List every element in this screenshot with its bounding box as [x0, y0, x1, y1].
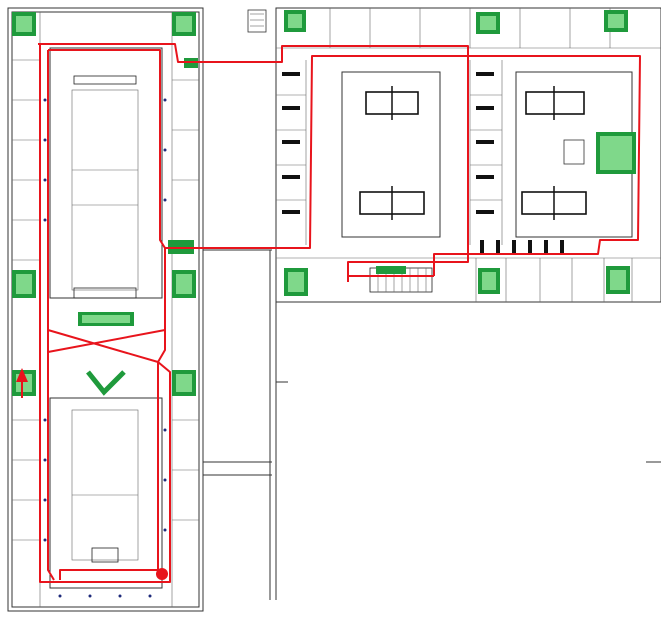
south-courtyard	[49, 397, 163, 589]
route-arrow-icon	[16, 368, 28, 398]
door-markers	[43, 98, 167, 598]
east-service-cores	[284, 10, 636, 296]
west-service-cores	[12, 12, 198, 396]
east-block	[275, 7, 661, 463]
start-point-marker	[156, 568, 168, 580]
connector-corridor	[203, 9, 277, 600]
stair-v-icon	[86, 370, 126, 396]
evacuation-route	[38, 43, 641, 583]
west-wing	[7, 7, 204, 612]
north-courtyard	[49, 47, 163, 299]
east-hall-1	[341, 71, 441, 238]
